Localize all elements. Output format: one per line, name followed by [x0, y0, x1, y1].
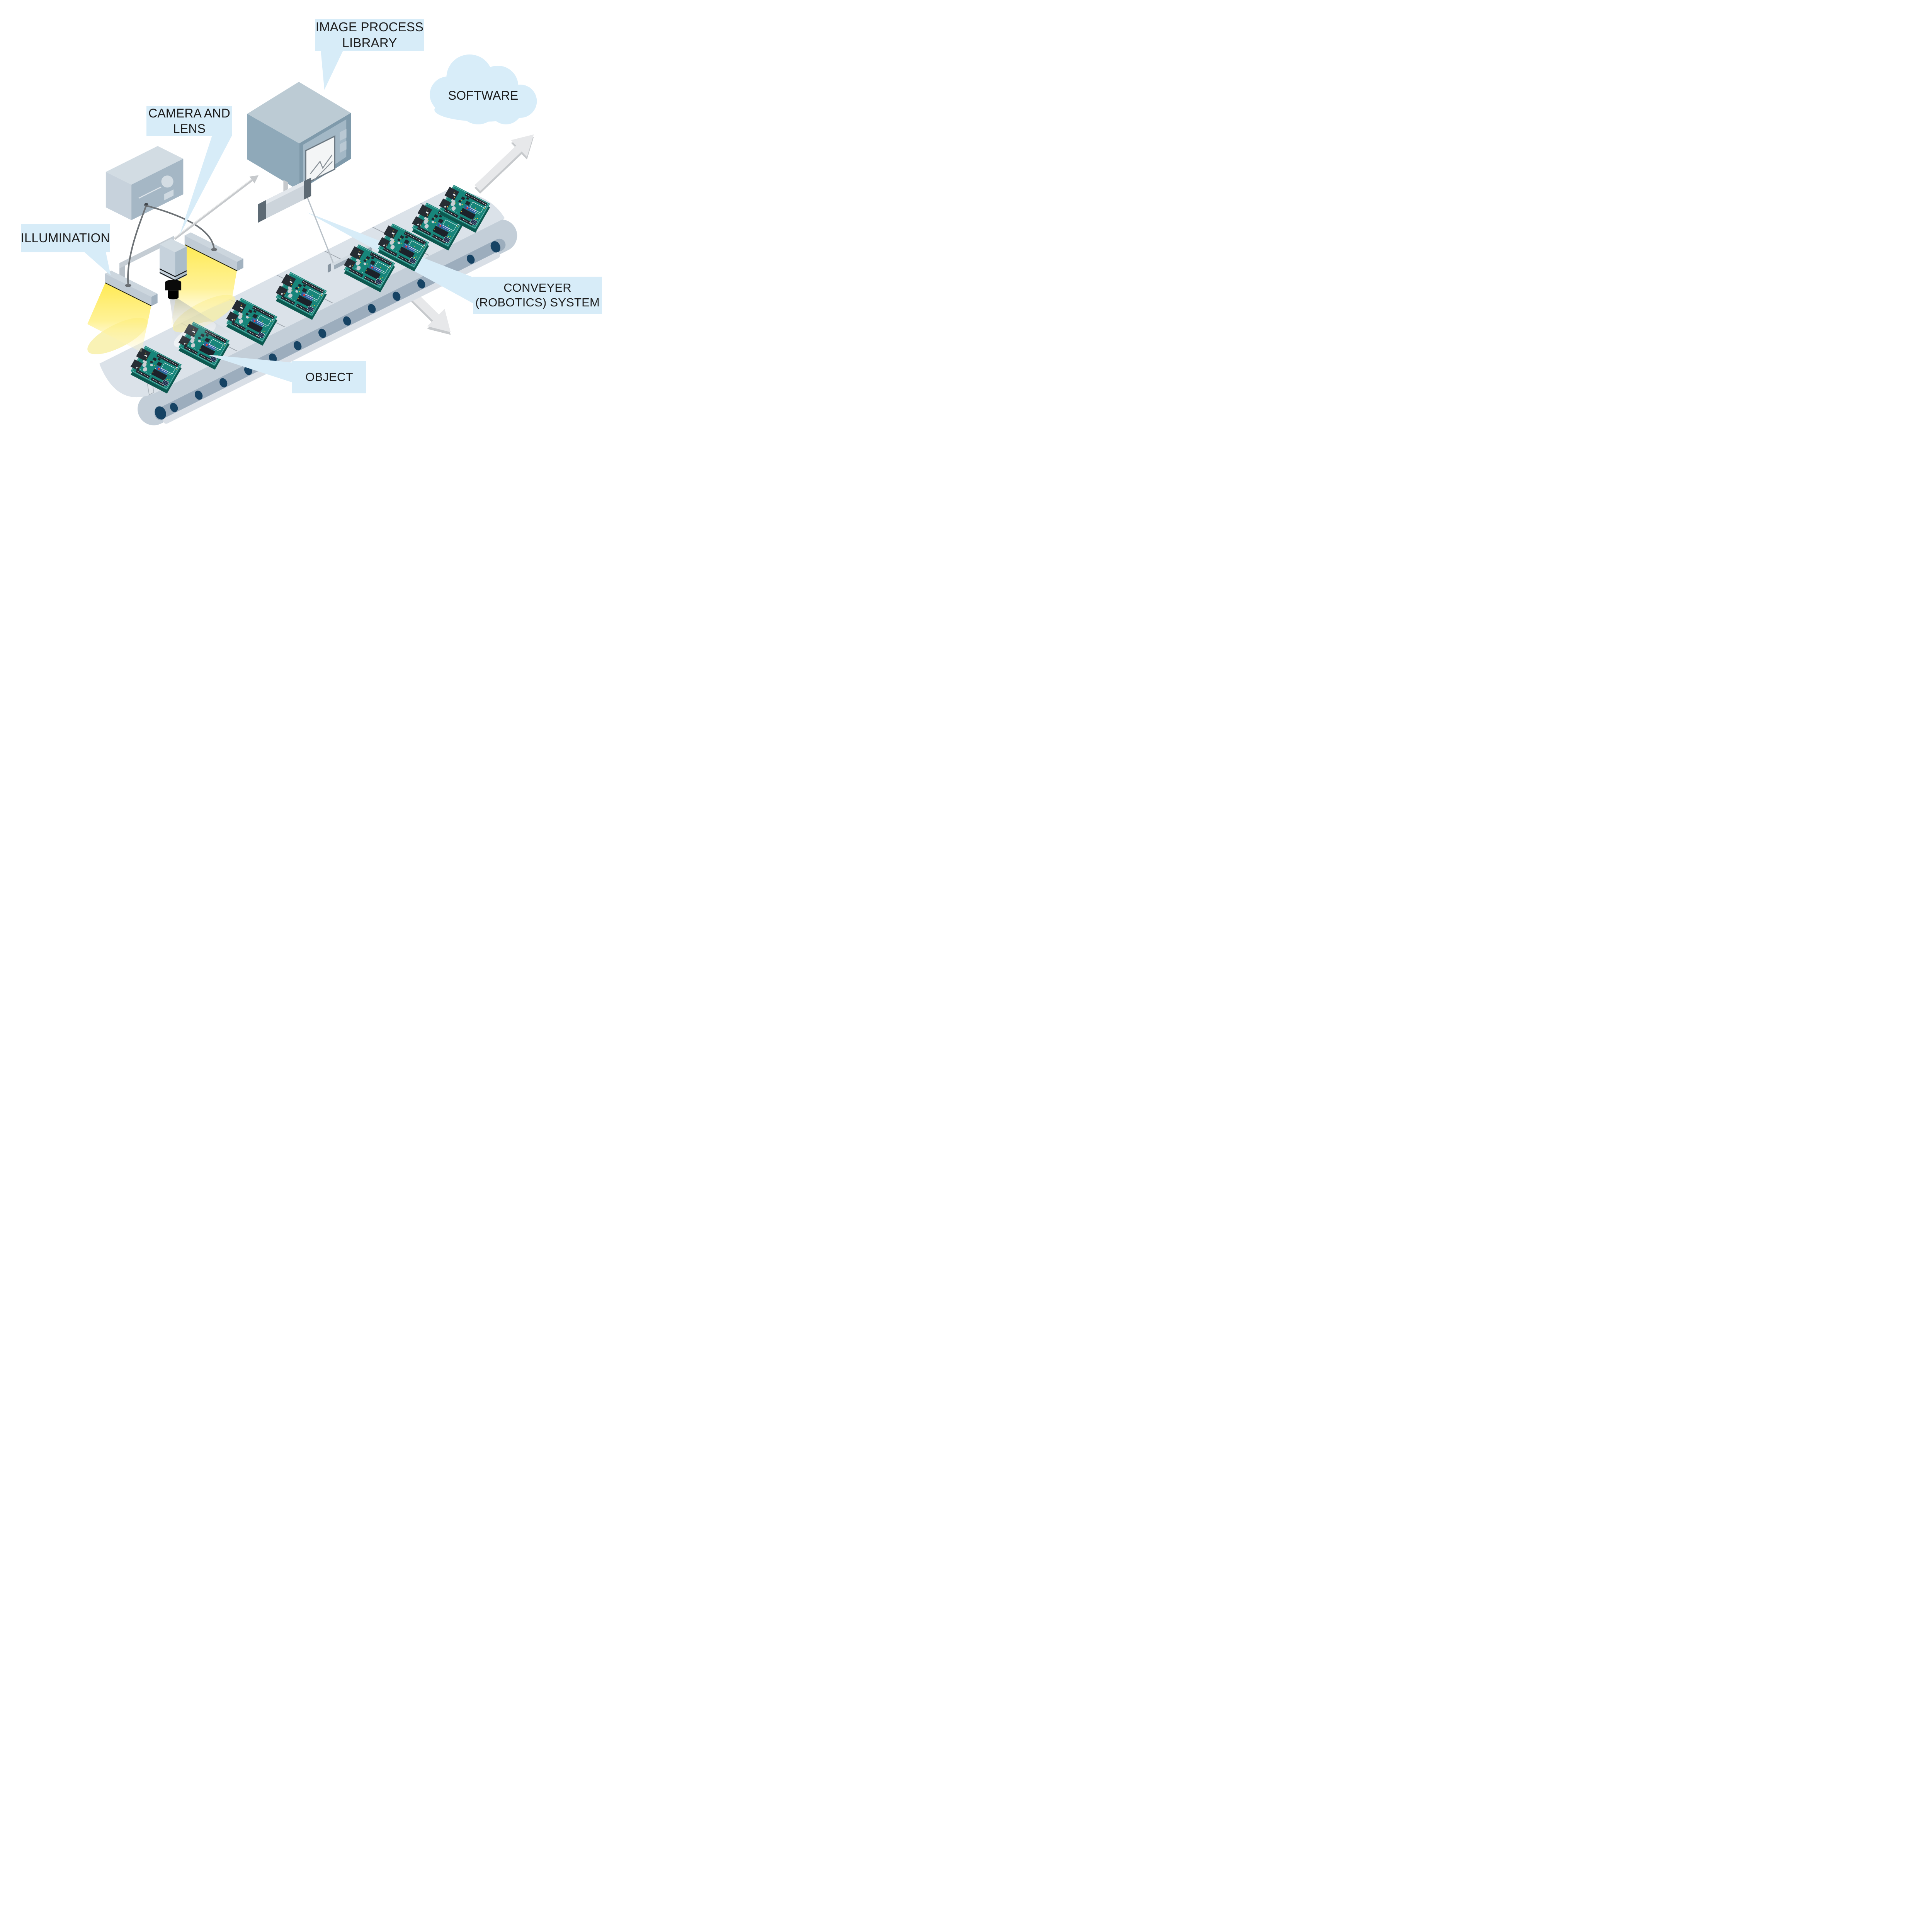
label-text: CONVEYER (ROBOTICS) SYSTEM [475, 281, 600, 309]
light-bar-end [151, 294, 158, 306]
sensor-rod [307, 197, 334, 263]
label-conveyer-system: CONVEYER (ROBOTICS) SYSTEM [473, 277, 602, 314]
label-image-process-library: IMAGE PROCESS LIBRARY [315, 19, 424, 51]
camera-view-cone [170, 298, 231, 346]
belt-side [138, 219, 517, 425]
label-text: CAMERA AND LENS [148, 106, 230, 136]
sensor-cap [258, 200, 266, 223]
cable-socket [125, 284, 131, 287]
image-process-unit [247, 82, 351, 191]
controller-pad [164, 189, 174, 201]
conveyor-rollers [155, 241, 500, 420]
camera-top [160, 238, 187, 252]
monitor-button [340, 129, 347, 141]
software-cloud [430, 54, 537, 124]
callout-tail-illumination [84, 252, 111, 276]
light-controller [105, 146, 184, 220]
sensor-cap [304, 177, 311, 200]
arrow-belt-to-software [474, 134, 534, 194]
controller-top [105, 146, 184, 185]
light-sheet-left [87, 283, 151, 352]
light-bar-end [237, 259, 243, 271]
controller-slot [138, 186, 162, 199]
camera-left [160, 244, 175, 281]
arrow-camera-to-processor [173, 175, 259, 240]
label-text: SOFTWARE [448, 88, 519, 103]
light-bar-front [184, 235, 237, 271]
light-bar-top [105, 270, 158, 297]
diagram-stage: IMAGE PROCESS LIBRARY CAMERA AND LENS SO… [0, 0, 617, 438]
label-text: OBJECT [305, 370, 353, 384]
monitor-top [247, 82, 351, 144]
label-illumination: ILLUMINATION [21, 224, 110, 252]
cable-to-left-bar [127, 205, 147, 285]
label-text: IMAGE PROCESS LIBRARY [315, 20, 424, 50]
controller-knob [161, 175, 173, 188]
sensor-body [266, 181, 304, 219]
illustration [84, 51, 537, 425]
label-software: SOFTWARE [442, 88, 525, 103]
callout-tail-object [206, 354, 293, 383]
monitor-screen [305, 135, 335, 185]
camera-with-lens [159, 238, 231, 346]
label-camera-and-lens: CAMERA AND LENS [146, 106, 232, 136]
label-text: ILLUMINATION [20, 231, 110, 245]
trigger-sensor [258, 177, 334, 263]
screen-graph-line [310, 155, 333, 174]
cable-socket [211, 248, 218, 251]
controller-left [105, 172, 132, 220]
monitor-button [340, 141, 347, 153]
callout-tail-image-process [321, 51, 343, 90]
monitor-left [247, 114, 299, 191]
arm-beam [119, 236, 174, 269]
illumination-left [87, 270, 158, 352]
label-object: OBJECT [292, 361, 366, 393]
light-bar-front [105, 274, 151, 306]
light-sheet-right [171, 245, 237, 324]
